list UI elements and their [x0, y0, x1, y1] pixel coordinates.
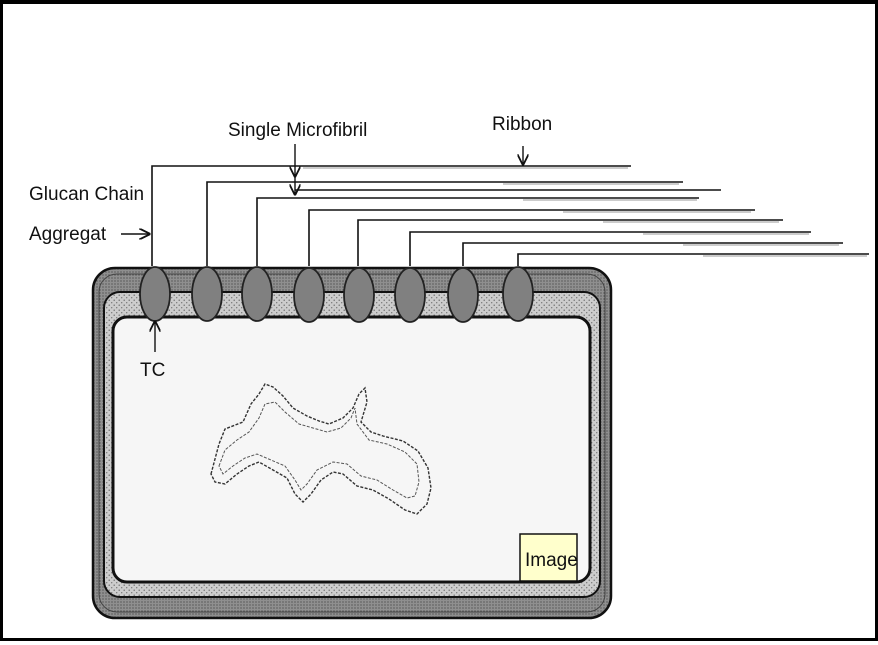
- terminal-complex: [294, 268, 324, 322]
- terminal-complex: [503, 267, 533, 321]
- terminal-complex: [140, 267, 170, 321]
- ribbon-label: Ribbon: [492, 114, 552, 135]
- image-tag-label: Image: [525, 550, 578, 571]
- glucan-chain-label: Glucan Chain: [29, 184, 144, 205]
- tc-label: TC: [140, 360, 165, 381]
- single-microfibril-label: Single Microfibril: [228, 120, 367, 141]
- terminal-complex: [242, 267, 272, 321]
- cellulose-synthesis-diagram: Single Microfibril Ribbon Glucan Chain A…: [3, 4, 878, 645]
- terminal-complex: [448, 268, 478, 322]
- microfibril-lines: [152, 166, 869, 266]
- terminal-complex: [344, 268, 374, 322]
- terminal-complex: [192, 267, 222, 321]
- aggregat-label: Aggregat: [29, 224, 107, 245]
- terminal-complex: [395, 268, 425, 322]
- cytoplasm: [113, 317, 590, 582]
